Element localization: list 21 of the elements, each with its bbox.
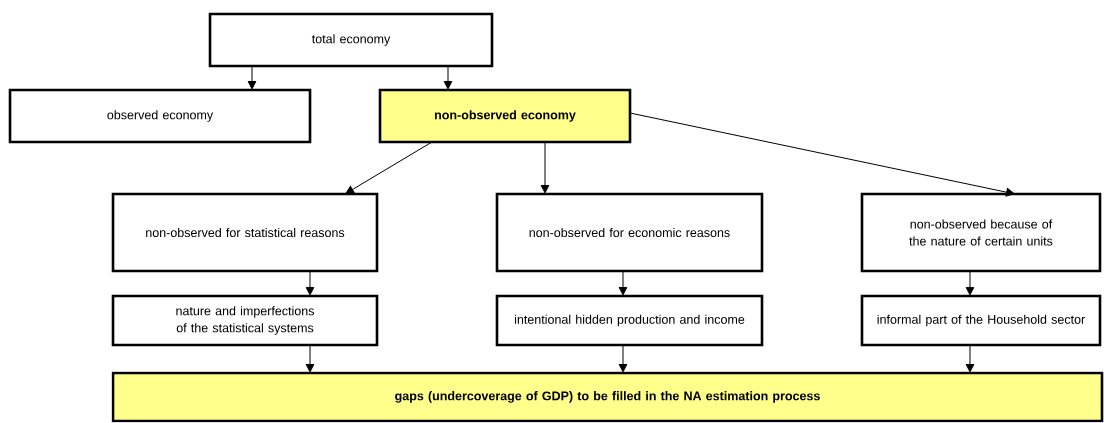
arrow: [345, 141, 433, 194]
highlighted-band: gaps (undercoverage of GDP) to be filled in the NA estimation process: [111, 371, 1104, 423]
box: observed economy: [8, 88, 312, 144]
box: total economy: [208, 12, 494, 68]
arrow: [443, 65, 453, 90]
arrow: [618, 270, 628, 296]
box: informal part of the Household sector: [860, 294, 1102, 347]
box: nature and imperfections of the statistical systems: [111, 294, 379, 347]
arrow: [247, 65, 257, 90]
arrow: [618, 344, 628, 373]
box: non-observed for statistical reasons: [111, 192, 379, 273]
arrow: [540, 141, 550, 194]
box: non-observed because of the nature of certain units: [860, 192, 1102, 273]
box: intentional hidden production and income: [495, 294, 764, 347]
arrow: [305, 270, 315, 296]
arrow: [305, 344, 315, 373]
highlighted-box: non-observed economy: [378, 88, 632, 144]
arrow: [965, 270, 975, 296]
arrow: [629, 112, 1015, 197]
box: non-observed for economic reasons: [495, 192, 764, 273]
arrow: [965, 344, 975, 373]
